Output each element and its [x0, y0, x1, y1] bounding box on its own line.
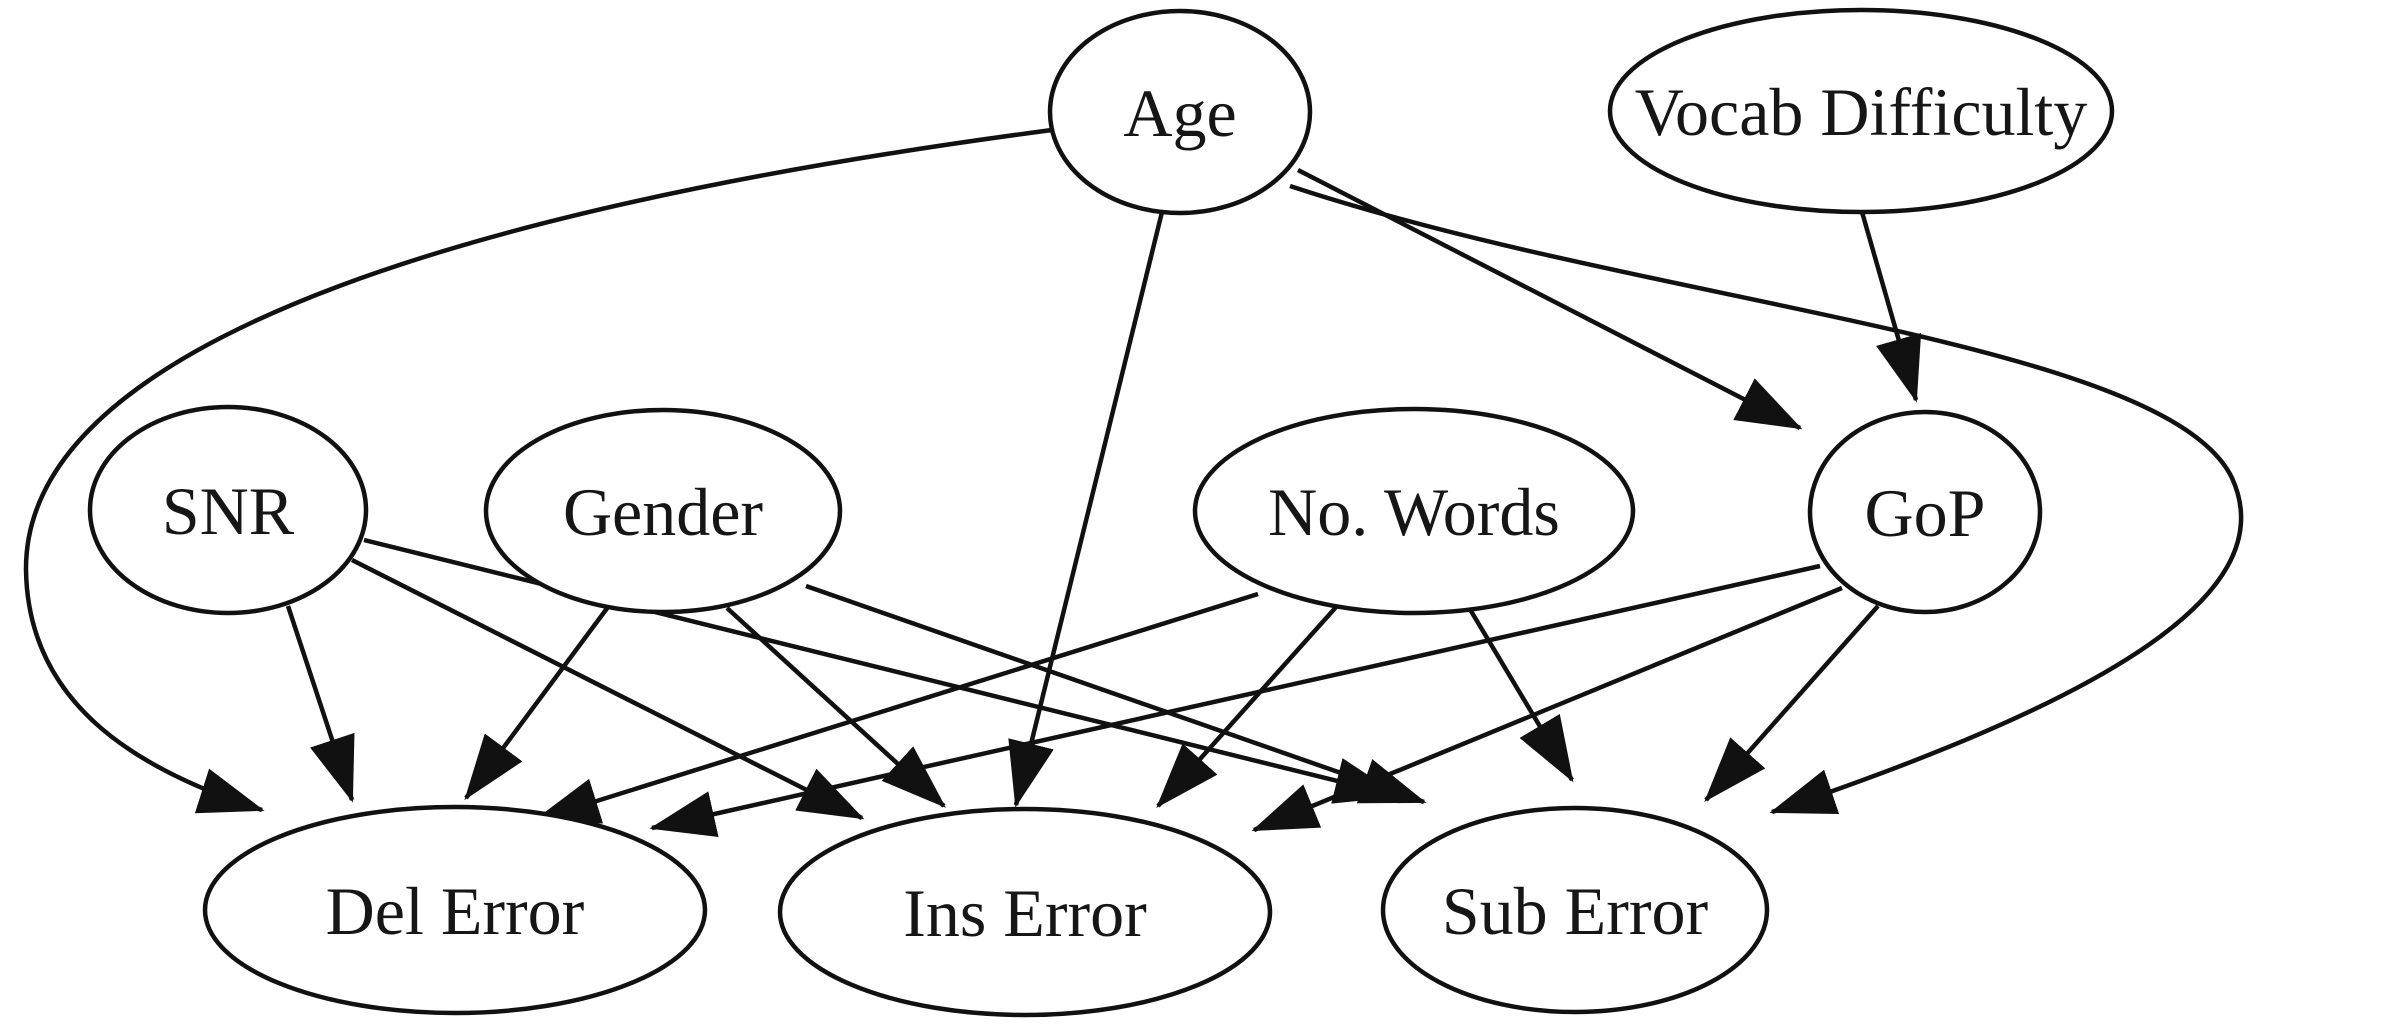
node-gender-ellipse	[483, 407, 843, 615]
edge-age-del	[23, 127, 1053, 814]
node-gender-label: Gender	[563, 474, 763, 550]
edge-gop-del	[649, 563, 1821, 838]
edge-nowords-ins	[1156, 604, 1339, 809]
edge-gop-ins	[1251, 585, 1843, 833]
node-vocab-label: Vocab Difficulty	[1635, 74, 2088, 150]
edge-nowords-del	[533, 591, 1259, 824]
node-sub: Sub Error	[1380, 805, 1770, 1015]
edge-gender-ins	[725, 606, 946, 808]
edge-snr-del	[285, 605, 355, 803]
node-nowords: No. Words	[1192, 406, 1636, 616]
edge-snr-sub	[363, 537, 1401, 804]
node-sub-ellipse	[1380, 805, 1770, 1015]
node-age-ellipse	[1047, 8, 1313, 216]
node-gop: GoP	[1807, 409, 2043, 615]
node-age: Age	[1047, 8, 1313, 216]
edges-layer	[23, 127, 2244, 838]
node-ins-label: Ins Error	[903, 875, 1147, 951]
node-snr: SNR	[87, 404, 369, 616]
edge-nowords-sub	[1466, 604, 1574, 783]
node-del: Del Error	[202, 804, 708, 1016]
edge-age-gop	[1296, 167, 1803, 431]
edge-vocab-gop	[1859, 211, 1922, 403]
node-gop-label: GoP	[1865, 475, 1986, 551]
edge-snr-ins	[350, 557, 865, 821]
node-nowords-ellipse	[1192, 406, 1636, 616]
node-nowords-label: No. Words	[1268, 474, 1560, 550]
node-vocab-ellipse	[1607, 7, 2115, 215]
edge-age-sub	[1289, 183, 2244, 815]
node-del-label: Del Error	[326, 873, 585, 949]
edge-gender-del	[464, 605, 610, 801]
edge-age-ins	[1008, 211, 1165, 808]
node-snr-ellipse	[87, 404, 369, 616]
node-vocab: Vocab Difficulty	[1607, 7, 2115, 215]
node-age-label: Age	[1123, 75, 1236, 151]
node-sub-label: Sub Error	[1442, 873, 1709, 949]
node-gender: Gender	[483, 407, 843, 615]
node-ins-ellipse	[777, 806, 1273, 1018]
edge-gop-sub	[1704, 604, 1880, 803]
node-snr-label: SNR	[162, 473, 295, 549]
node-gop-ellipse	[1807, 409, 2043, 615]
node-del-ellipse	[202, 804, 708, 1016]
node-ins: Ins Error	[777, 806, 1273, 1018]
edge-gender-sub	[805, 583, 1427, 805]
